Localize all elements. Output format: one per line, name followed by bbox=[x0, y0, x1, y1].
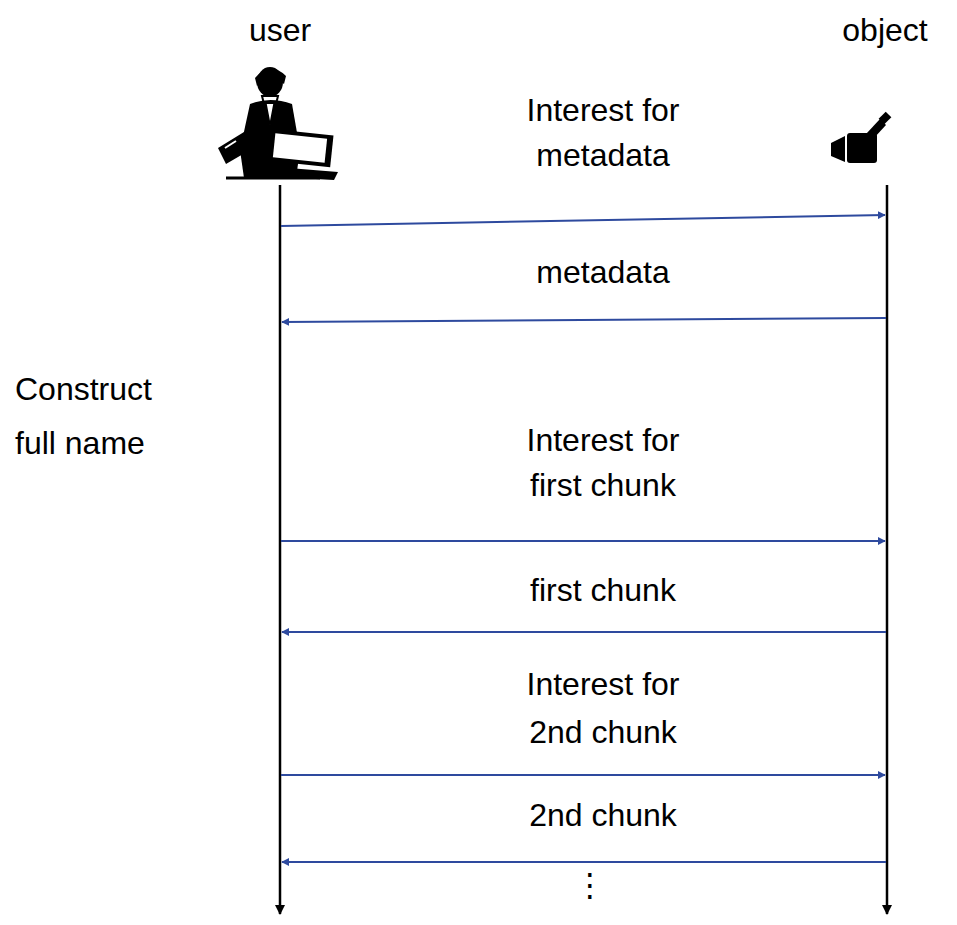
message-arrow bbox=[281, 215, 885, 226]
lifeline bbox=[886, 185, 889, 914]
message-label: 2nd chunk bbox=[503, 793, 703, 838]
message-label: first chunk bbox=[503, 568, 703, 613]
message-arrow bbox=[282, 861, 886, 863]
message-arrow bbox=[282, 318, 886, 322]
message-arrow bbox=[281, 774, 885, 776]
message-label: Interest for 2nd chunk bbox=[503, 660, 703, 756]
ellipsis-mark: ⋮ bbox=[570, 866, 610, 904]
user-icon bbox=[218, 67, 338, 180]
participant-label: user bbox=[200, 8, 360, 53]
note-label: Construct full name bbox=[15, 362, 185, 471]
message-label: Interest for metadata bbox=[503, 88, 703, 178]
lifeline bbox=[279, 185, 282, 914]
message-arrow bbox=[281, 540, 885, 542]
message-label: metadata bbox=[503, 250, 703, 295]
message-label: Interest for first chunk bbox=[503, 418, 703, 508]
participant-label: object bbox=[825, 8, 945, 53]
message-arrow bbox=[282, 631, 886, 633]
camera-icon bbox=[831, 112, 891, 163]
